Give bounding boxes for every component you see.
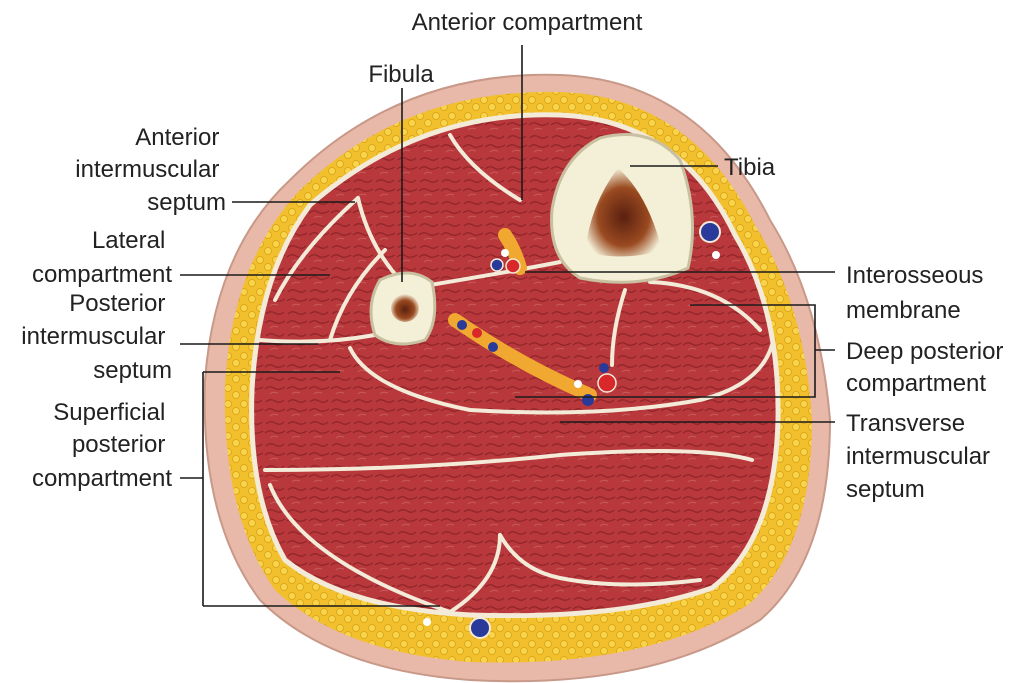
nerve-icon: [501, 249, 509, 257]
label-anterior-intermuscular-septum: Anterior intermuscular septum: [75, 124, 226, 216]
vein-icon: [470, 618, 490, 638]
vein-icon: [700, 222, 720, 242]
nerve-icon: [574, 380, 582, 388]
label-posterior-intermuscular-septum: Posterior intermuscular septum: [21, 290, 172, 384]
label-interosseous-membrane: Interosseous membrane: [846, 262, 990, 324]
label-superficial-posterior-compartment: Superficial posterior compartment: [32, 399, 172, 492]
artery-icon: [598, 374, 616, 392]
artery-icon: [472, 328, 482, 338]
artery-icon: [506, 259, 520, 273]
label-lateral-compartment: Lateral compartment: [32, 227, 172, 288]
vein-icon: [457, 320, 467, 330]
nerve-icon: [712, 251, 720, 259]
label-anterior-compartment: Anterior compartment: [412, 9, 643, 36]
vein-icon: [599, 363, 609, 373]
label-fibula: Fibula: [368, 61, 434, 88]
vein-icon: [488, 342, 498, 352]
vein-icon: [491, 259, 503, 271]
vein-icon: [582, 394, 594, 406]
nerve-icon: [423, 618, 431, 626]
label-tibia: Tibia: [724, 154, 776, 181]
label-deep-posterior-compartment: Deep posterior compartment: [846, 338, 1010, 397]
label-transverse-intermuscular-septum: Transverse intermuscular septum: [846, 410, 997, 503]
fibula-marrow: [391, 294, 419, 322]
